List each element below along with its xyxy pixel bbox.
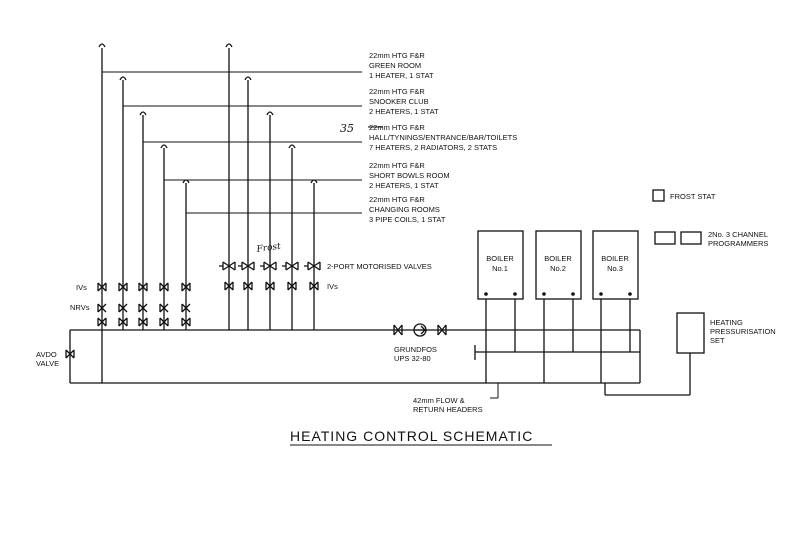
programmer-symbol-1 (654, 231, 676, 245)
headers-label-line1: 42mm FLOW & (413, 396, 465, 405)
zone-short-bowls-size: 22mm HTG F&R (369, 161, 425, 170)
component-labels: IVs NRVs AVDO VALVE 2-PORT MOTORISED VAL… (36, 262, 499, 414)
motorised-valves-label: 2-PORT MOTORISED VALVES (327, 262, 432, 271)
boiler-1 (477, 230, 524, 300)
left-isolating-valves (97, 282, 191, 327)
zone-hall-handwritten-size: 35 (340, 122, 354, 135)
boiler-1-label: BOILER (486, 254, 514, 263)
nrvs-label: NRVs (70, 303, 90, 312)
pressurisation-label-line2: PRESSURISATION (710, 327, 776, 336)
zone-hall-size: 22mm HTG F&R (369, 123, 425, 132)
zone-changing-size: 22mm HTG F&R (369, 195, 425, 204)
pump-label-line2: UPS 32-80 (394, 354, 431, 363)
zone-green-room-size: 22mm HTG F&R (369, 51, 425, 60)
zone-hall-name: HALL/TYNINGS/ENTRANCE/BAR/TOILETS (369, 133, 517, 142)
boiler-1-number: No.1 (492, 264, 508, 273)
flow-return-headers (65, 329, 641, 384)
zone-descriptions: 22mm HTG F&R GREEN ROOM 1 HEATER, 1 STAT… (340, 51, 517, 224)
frost-stat-symbol (652, 189, 665, 202)
frost-stat-label: FROST STAT (670, 192, 716, 201)
pressurisation-label-line1: HEATING (710, 318, 743, 327)
zone-changing-name: CHANGING ROOMS (369, 205, 440, 214)
zone-changing-detail: 3 PIPE COILS, 1 STAT (369, 215, 446, 224)
circulating-pump: GRUNDFOS UPS 32-80 (393, 323, 447, 363)
zone-short-bowls-name: SHORT BOWLS ROOM (369, 171, 450, 180)
frost-handwritten-note: Frost (255, 242, 282, 255)
zone-green-room-detail: 1 HEATER, 1 STAT (369, 71, 434, 80)
avdo-label-line1: AVDO (36, 350, 57, 359)
pump-label-line1: GRUNDFOS (394, 345, 437, 354)
pressurisation-set: HEATING PRESSURISATION SET (604, 312, 776, 396)
pressurisation-label-line3: SET (710, 336, 725, 345)
boiler-bank: BOILER No.1 BOILER No.2 BOILER No.3 (477, 230, 639, 383)
riser-pipes (98, 43, 318, 383)
boiler-3-number: No.3 (607, 264, 623, 273)
programmer-symbol-2 (680, 231, 702, 245)
zone-snooker-size: 22mm HTG F&R (369, 87, 425, 96)
zone-short-bowls-detail: 2 HEATERS, 1 STAT (369, 181, 439, 190)
programmers-label-line2: PROGRAMMERS (708, 239, 768, 248)
legend: FROST STAT 2No. 3 CHANNEL PROGRAMMERS (652, 189, 768, 248)
zone-snooker-name: SNOOKER CLUB (369, 97, 429, 106)
zone-leader-lines (102, 71, 362, 214)
zone-green-room-name: GREEN ROOM (369, 61, 421, 70)
ivs-left-label: IVs (76, 283, 87, 292)
boiler-2-label: BOILER (544, 254, 572, 263)
motorised-valve-bank: Frost (219, 242, 321, 291)
zone-snooker-detail: 2 HEATERS, 1 STAT (369, 107, 439, 116)
headers-label-line2: RETURN HEADERS (413, 405, 483, 414)
boiler-2 (535, 230, 582, 300)
avdo-label-line2: VALVE (36, 359, 59, 368)
boiler-3-label: BOILER (601, 254, 629, 263)
page-title: HEATING CONTROL SCHEMATIC (290, 428, 533, 444)
ivs-right-label: IVs (327, 282, 338, 291)
boiler-2-number: No.2 (550, 264, 566, 273)
zone-hall-detail: 7 HEATERS, 2 RADIATORS, 2 STATS (369, 143, 497, 152)
boiler-3 (592, 230, 639, 300)
programmers-label-line1: 2No. 3 CHANNEL (708, 230, 768, 239)
